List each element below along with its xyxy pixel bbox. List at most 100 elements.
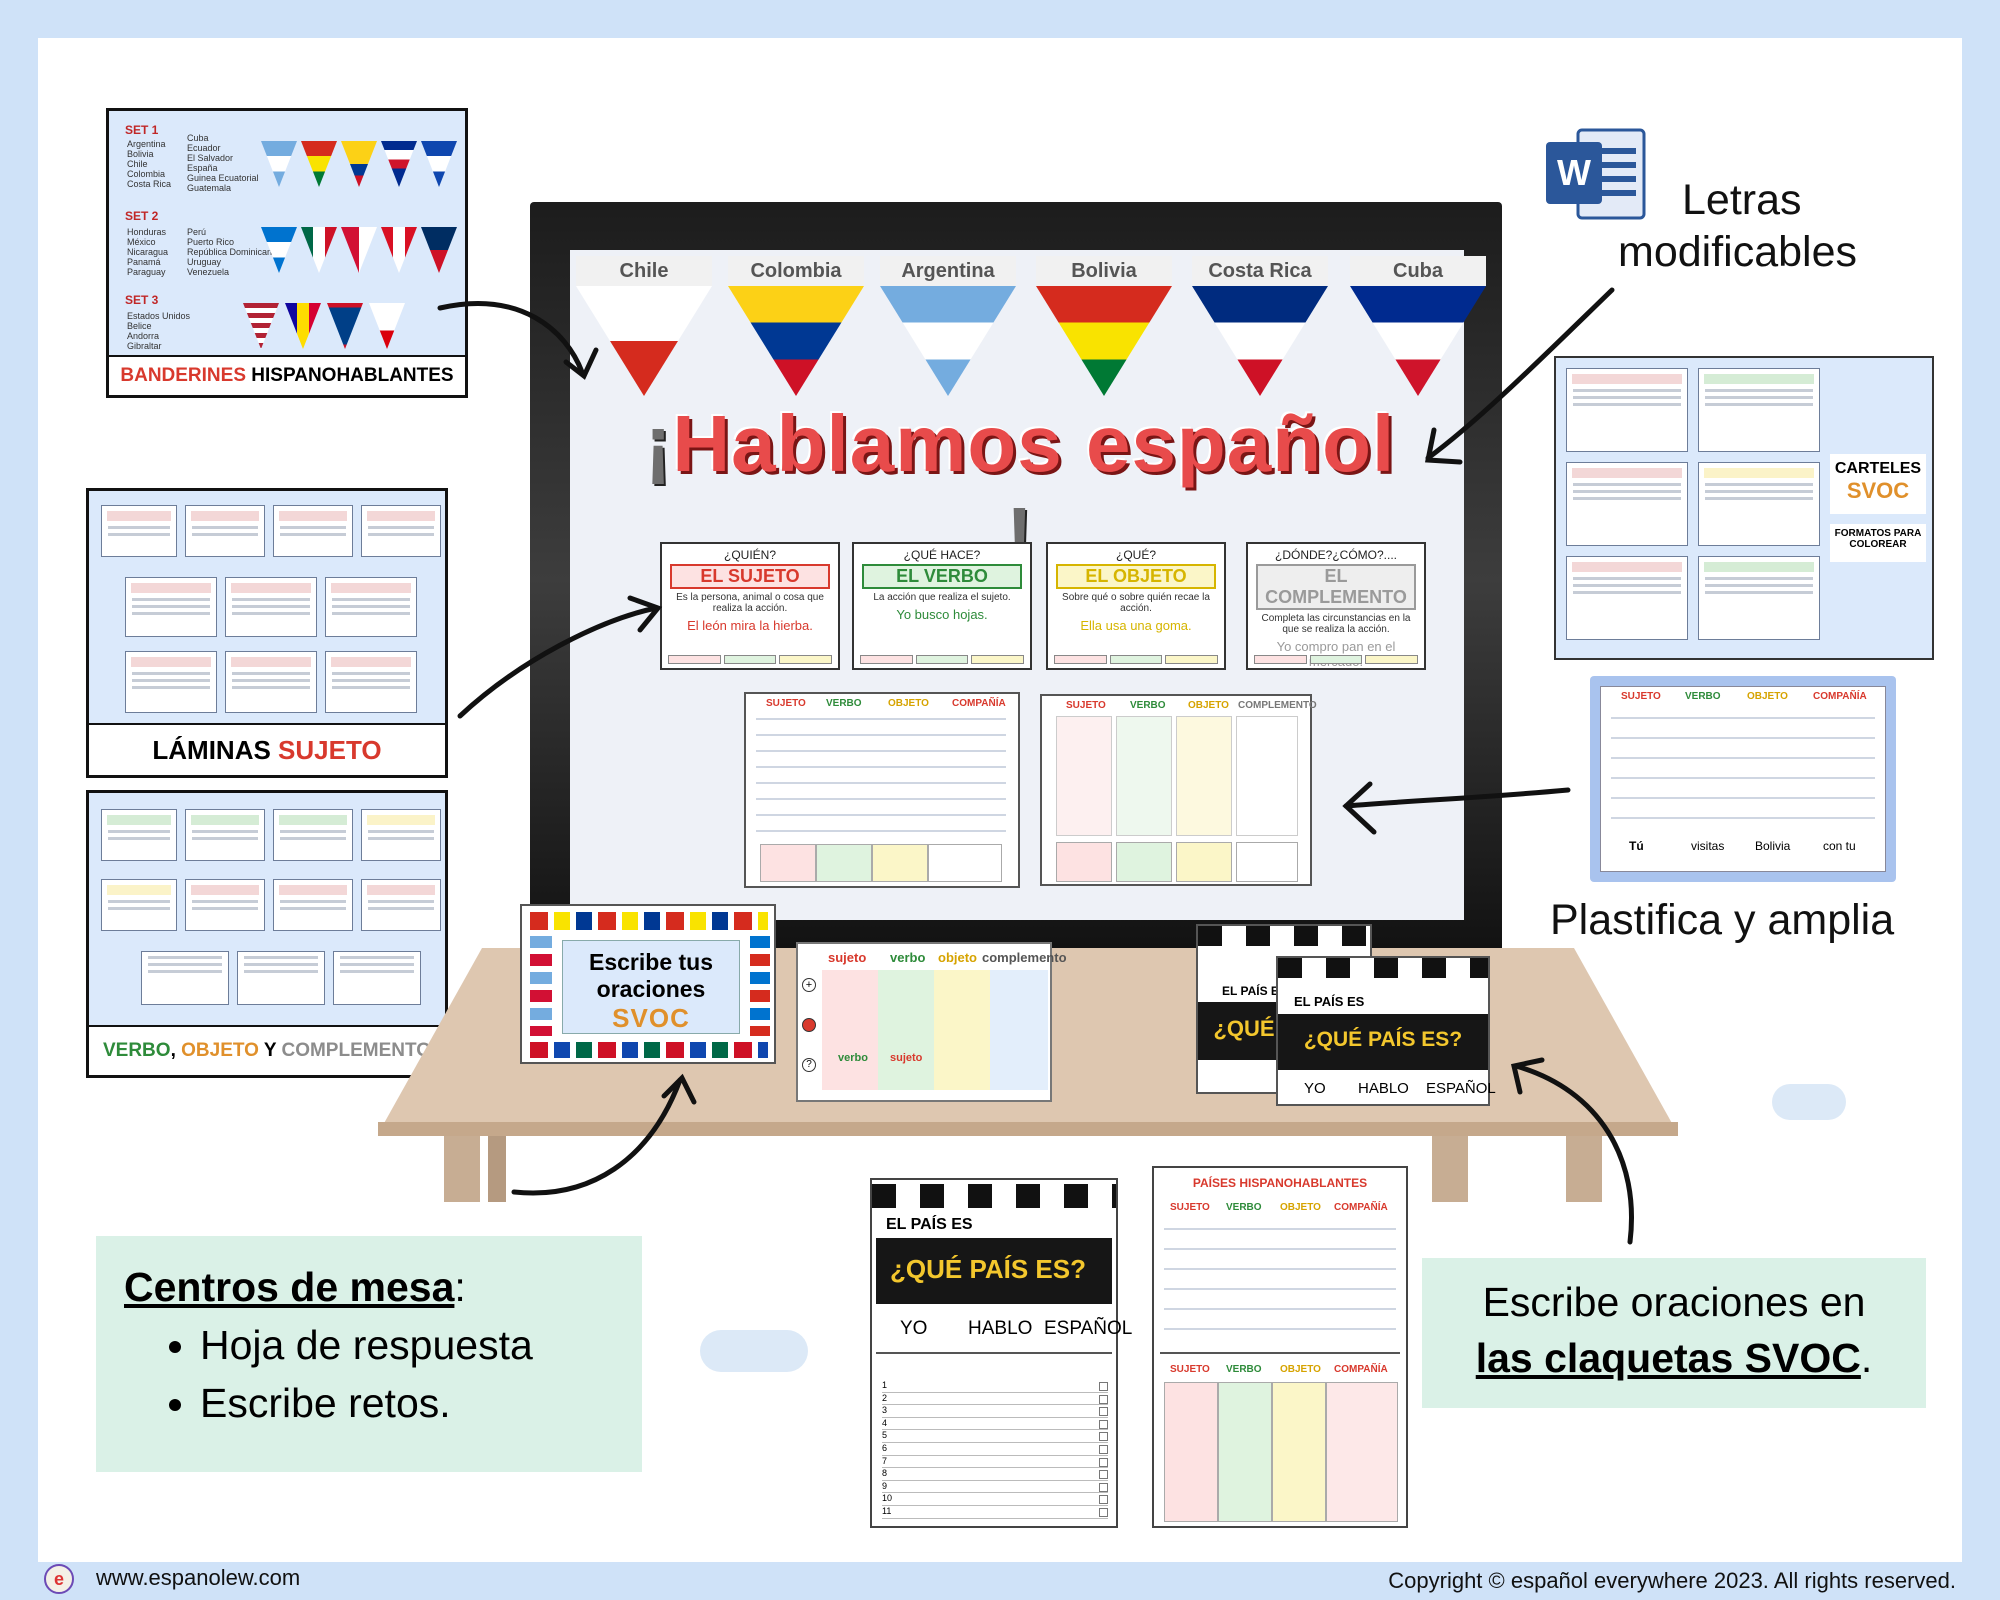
line-number: 7 (882, 1455, 888, 1466)
card-question: ¿QUÉ HACE? (903, 548, 981, 562)
verbo-objeto-caption: VERBO, OBJETO Y COMPLEMENTO (89, 1025, 445, 1075)
mini-card (273, 809, 353, 861)
set-country: España (187, 163, 218, 173)
arrow (457, 605, 659, 719)
set-country: Puerto Rico (187, 237, 235, 247)
mini-card (101, 809, 177, 861)
answer-line[interactable]: 3 (882, 1405, 1108, 1418)
set3-label: SET 3 (125, 293, 159, 307)
cloud-decoration (1772, 1084, 1846, 1120)
mini-card (1566, 462, 1688, 546)
set-country: Uruguay (187, 257, 222, 267)
line-number: 6 (882, 1442, 888, 1453)
checkbox[interactable] (1099, 1457, 1108, 1467)
line-number: 8 (882, 1468, 888, 1479)
line-number: 9 (882, 1480, 888, 1491)
mini-card (225, 651, 317, 713)
table-edge (378, 1122, 1678, 1136)
word-document-icon: W (1546, 128, 1646, 220)
set-country: Estados Unidos (127, 311, 191, 321)
question-icon: ? (802, 1058, 816, 1072)
checkbox[interactable] (1099, 1419, 1108, 1429)
cloud-decoration (700, 1330, 808, 1372)
line-number: 1 (882, 1380, 888, 1390)
checkbox[interactable] (1099, 1495, 1108, 1505)
answer-line[interactable]: 1 (882, 1380, 1108, 1393)
letras-caption-line2: modificables (1618, 228, 1857, 276)
answer-line[interactable]: 8 (882, 1468, 1108, 1481)
checkbox[interactable] (1099, 1394, 1108, 1404)
arrow (1425, 287, 1615, 461)
set-country: Panamá (127, 257, 161, 267)
formatos-label: FORMATOS PARA COLOREAR (1830, 524, 1926, 562)
mini-card (125, 651, 217, 713)
laminas-sujeto-thumbnail: LÁMINAS SUJETO (86, 488, 448, 778)
checkbox[interactable] (1099, 1482, 1108, 1492)
mini-card (333, 951, 421, 1005)
answer-line[interactable]: 4 (882, 1418, 1108, 1431)
line-number: 4 (882, 1417, 888, 1428)
answer-line[interactable]: 11 (882, 1506, 1108, 1519)
pennant-label: Argentina (880, 256, 1016, 286)
card-heading: EL COMPLEMENTO (1256, 564, 1416, 610)
mini-card (141, 951, 229, 1005)
centros-de-mesa-box: Centros de mesa: Hoja de respuesta Escri… (96, 1236, 642, 1472)
mini-card (1566, 556, 1688, 640)
line-number: 10 (882, 1493, 893, 1504)
checkbox[interactable] (1099, 1432, 1108, 1442)
card-example: El león mira la hierba. (687, 618, 813, 633)
page-title: ¡Hablamos español ! (644, 399, 1396, 580)
pennant-flag: Argentina (880, 256, 1016, 396)
pennant-flag: Bolivia (1036, 256, 1172, 396)
answer-line[interactable]: 10 (882, 1493, 1108, 1506)
card-description: Completa las circunstancias en la que se… (1261, 613, 1411, 635)
card-question: ¿QUIÉN? (723, 548, 776, 562)
set-country: Colombia (127, 169, 166, 179)
paises-hispanohablantes-sheet: PAÍSES HISPANOHABLANTES SUJETO VERBO OBJ… (1152, 1166, 1408, 1528)
checkbox[interactable] (1099, 1507, 1108, 1517)
set-country: Guatemala (187, 183, 232, 193)
card-example: Yo busco hojas. (896, 607, 988, 622)
pennant-label: Costa Rica (1192, 256, 1328, 286)
set-country: Nicaragua (127, 247, 169, 257)
mini-card (361, 505, 441, 557)
answer-line[interactable]: 2 (882, 1393, 1108, 1406)
mini-card (361, 809, 441, 861)
arrow (511, 1077, 683, 1196)
checkbox[interactable] (1099, 1470, 1108, 1480)
mini-card (1566, 368, 1688, 452)
answer-line[interactable]: 9 (882, 1481, 1108, 1494)
checkbox[interactable] (1099, 1407, 1108, 1417)
set-country: Cuba (187, 133, 209, 143)
footer-url[interactable]: www.espanolew.com (96, 1565, 301, 1590)
set2-label: SET 2 (125, 209, 159, 223)
card-description: Sobre qué o sobre quién recae la acción. (1062, 592, 1210, 614)
set-country: Belice (127, 321, 152, 331)
centros-list: Hoja de respuesta Escribe retos. (160, 1316, 533, 1432)
card-example: Ella usa una goma. (1080, 618, 1192, 633)
mini-card (1698, 462, 1820, 546)
svoc-label: SVOC (1846, 478, 1910, 503)
svoc-worksheet: SUJETO VERBO OBJETO COMPAÑÍA (744, 692, 1020, 888)
checkbox[interactable] (1099, 1382, 1108, 1391)
plastifica-caption: Plastifica y amplia (1550, 896, 1895, 944)
answer-line[interactable]: 6 (882, 1443, 1108, 1456)
table-leg (1566, 1136, 1602, 1202)
line-number: 11 (882, 1505, 892, 1516)
arrow (1343, 787, 1571, 809)
answer-line[interactable]: 7 (882, 1456, 1108, 1469)
card-description: Es la persona, animal o cosa que realiza… (676, 592, 824, 614)
letras-caption-line1: Letras (1682, 176, 1802, 224)
answer-line[interactable]: 5 (882, 1430, 1108, 1443)
carteles-label: CARTELES (1834, 460, 1922, 477)
set-country: Paraguay (127, 267, 166, 277)
mini-card (273, 505, 353, 557)
set-country: El Salvador (187, 153, 234, 163)
checkbox[interactable] (1099, 1444, 1108, 1454)
set1-label: SET 1 (125, 123, 159, 137)
set-country: Andorra (127, 331, 160, 341)
